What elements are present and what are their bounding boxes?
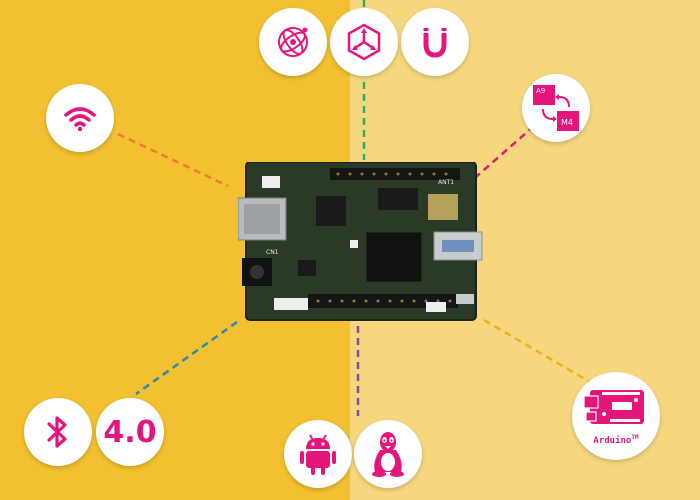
- linux-badge: [354, 420, 422, 488]
- linux-tux-icon: [372, 432, 404, 477]
- wifi-icon: [64, 107, 96, 132]
- connector-bluetooth: [135, 320, 238, 396]
- silk-ant1: ANT1: [438, 179, 454, 186]
- dual-core-badge: A9 M4: [522, 74, 590, 142]
- android-badge: [284, 420, 352, 488]
- core-a9-label: A9: [536, 87, 545, 95]
- arduino-label: ArduinoTM: [572, 434, 660, 446]
- magnet-icon: [422, 28, 448, 58]
- bluetooth-badge: [24, 398, 92, 466]
- connector-arduino: [483, 318, 591, 384]
- dual-core-icon: A9 M4: [533, 85, 579, 131]
- silk-cn1: CN1: [266, 249, 279, 256]
- android-icon: [300, 434, 336, 475]
- magnet-badge: [401, 8, 469, 76]
- atom-icon: [278, 27, 308, 57]
- sensor-hub-badge: [330, 8, 398, 76]
- bluetooth-icon: [47, 416, 67, 448]
- arduino-board-icon: [584, 390, 644, 424]
- bluetooth-version-badge: 4.0: [96, 398, 164, 466]
- wifi-badge: [46, 84, 114, 152]
- arduino-label-text: Arduino: [593, 436, 632, 446]
- udoo-board-image: ANT1 CN1: [238, 162, 483, 321]
- connector-wifi: [117, 132, 229, 188]
- trademark-mark: TM: [631, 434, 639, 441]
- core-m4-label: M4: [561, 118, 573, 127]
- connector-cpu: [394, 125, 535, 249]
- atom-badge: [259, 8, 327, 76]
- bluetooth-version-number: 4.0: [103, 414, 157, 450]
- sensor-hub-icon: [347, 23, 381, 61]
- arduino-badge: ArduinoTM: [572, 372, 660, 460]
